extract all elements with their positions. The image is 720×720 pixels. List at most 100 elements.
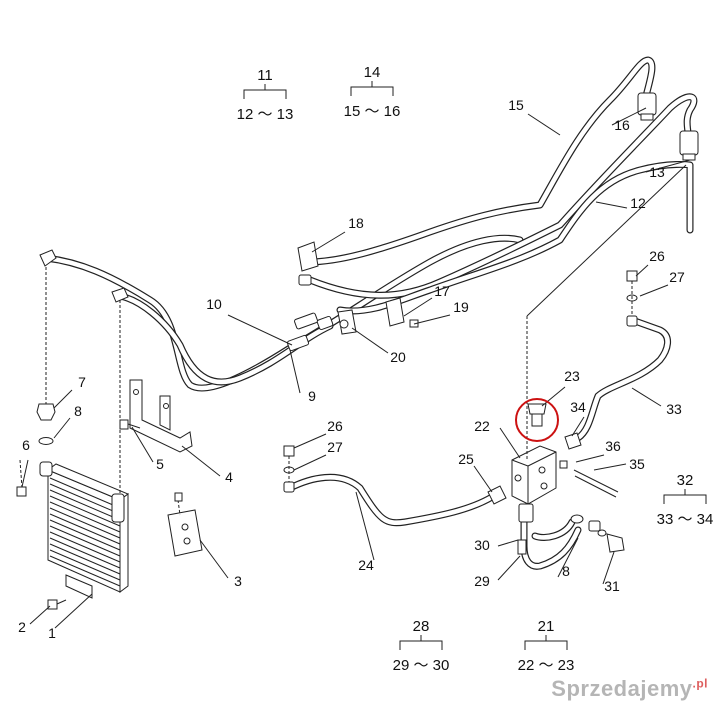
leader-line-24 bbox=[639, 284, 669, 297]
leader-line-23 bbox=[635, 264, 649, 277]
leader-line-13 bbox=[527, 113, 561, 136]
callout-c20: 20 bbox=[390, 349, 406, 365]
callout-c10: 10 bbox=[206, 296, 222, 312]
group-g21-range: 22 ～ 23 bbox=[518, 657, 575, 674]
leader-line-27 bbox=[497, 555, 521, 581]
leader-line-1 bbox=[54, 593, 93, 629]
callout-c16: 16 bbox=[614, 117, 630, 133]
bracket-4 bbox=[129, 379, 193, 453]
callout-c23: 23 bbox=[564, 368, 580, 384]
leader-line-30 bbox=[631, 387, 662, 407]
fittings-right bbox=[487, 432, 619, 523]
watermark-suffix: .pl bbox=[692, 676, 708, 691]
valve-block bbox=[511, 164, 687, 505]
leader-line-2 bbox=[29, 605, 51, 625]
callout-c24: 24 bbox=[358, 557, 374, 573]
watermark-text: Sprzedajemy bbox=[551, 676, 693, 701]
leader-line-7 bbox=[53, 389, 73, 409]
group-g28-range: 29 ～ 30 bbox=[393, 657, 450, 674]
plug-23 bbox=[527, 403, 547, 427]
group-g14-bracket bbox=[350, 81, 394, 96]
leader-line-19 bbox=[499, 427, 521, 459]
bracket-3 bbox=[167, 492, 203, 557]
pipe-outline-7 bbox=[286, 473, 496, 527]
pipe-fill-1 bbox=[43, 235, 523, 391]
callout-c6: 6 bbox=[22, 437, 30, 453]
callout-c30: 30 bbox=[474, 537, 490, 553]
callout-c26b: 26 bbox=[327, 418, 343, 434]
callout-c7: 7 bbox=[78, 374, 86, 390]
callout-c12: 12 bbox=[630, 195, 646, 211]
group-g11-bracket bbox=[243, 84, 287, 99]
pipe-fill-3 bbox=[305, 57, 655, 265]
group-g21-bracket bbox=[524, 635, 568, 650]
leader-line-3 bbox=[199, 539, 229, 579]
pipe-fill-5 bbox=[337, 162, 693, 314]
leader-line-34 bbox=[557, 537, 579, 578]
callout-c3: 3 bbox=[234, 573, 242, 589]
pipe-fittings bbox=[39, 92, 699, 352]
bolt-washer-right bbox=[626, 270, 638, 327]
callout-c29: 29 bbox=[474, 573, 490, 589]
pipe-fill-9 bbox=[532, 519, 575, 540]
leader-line-8 bbox=[53, 417, 71, 439]
callout-c26a: 26 bbox=[649, 248, 665, 264]
callout-c31: 31 bbox=[604, 578, 620, 594]
callout-c35: 35 bbox=[629, 456, 645, 472]
callout-c1: 1 bbox=[48, 625, 56, 641]
leader-line-16 bbox=[311, 231, 346, 253]
group-g11-top: 11 bbox=[257, 67, 273, 84]
hydraulic-pipes bbox=[42, 56, 698, 570]
callout-c15: 15 bbox=[508, 97, 524, 113]
leader-line-11 bbox=[595, 201, 628, 209]
callout-c8b: 8 bbox=[562, 563, 570, 579]
callout-c17: 17 bbox=[434, 283, 450, 299]
group-g32-top: 32 bbox=[677, 472, 694, 489]
bolt-5 bbox=[119, 419, 141, 430]
leader-line-5 bbox=[131, 426, 154, 463]
leader-line-17 bbox=[413, 314, 451, 325]
group-g21-top: 21 bbox=[538, 618, 555, 635]
group-g14-range: 15 ～ 16 bbox=[344, 103, 401, 120]
fittings-left bbox=[16, 262, 121, 610]
leader-line-10 bbox=[227, 314, 293, 346]
pipe-fill-7 bbox=[287, 475, 495, 525]
callout-c13: 13 bbox=[649, 164, 665, 180]
callout-c2: 2 bbox=[18, 619, 26, 635]
callout-c34: 34 bbox=[570, 399, 586, 415]
bolt-washer-left bbox=[283, 445, 295, 493]
leader-line-14 bbox=[611, 107, 647, 126]
leader-line-20 bbox=[541, 386, 566, 407]
group-g32-bracket bbox=[663, 489, 707, 504]
pipe-clamps bbox=[297, 241, 419, 335]
callout-c8a: 8 bbox=[74, 403, 82, 419]
callout-c33: 33 bbox=[666, 401, 682, 417]
pipe-outline-3 bbox=[304, 56, 656, 266]
leader-line-25 bbox=[293, 433, 327, 449]
leader-line-6 bbox=[21, 459, 29, 488]
leader-line-4 bbox=[181, 445, 221, 477]
leader-line-9 bbox=[289, 349, 301, 394]
callout-c22: 22 bbox=[474, 418, 490, 434]
leader-line-18 bbox=[351, 327, 389, 354]
pipe-fill-4 bbox=[307, 94, 697, 298]
leader-line-29 bbox=[602, 551, 615, 585]
callout-labels: 1234567889101213151617181920222324252626… bbox=[18, 97, 685, 641]
oil-cooler bbox=[39, 461, 129, 599]
group-g28-top: 28 bbox=[413, 618, 430, 635]
leader-line-22 bbox=[473, 465, 493, 493]
highlight-ring bbox=[515, 398, 559, 442]
leader-lines bbox=[21, 107, 691, 629]
pipe-fill-6 bbox=[575, 317, 670, 441]
callout-c5: 5 bbox=[156, 456, 164, 472]
leader-line-12 bbox=[645, 159, 691, 173]
group-g32-range: 33 ～ 34 bbox=[657, 511, 714, 528]
callout-c25: 25 bbox=[458, 451, 474, 467]
group-g11-range: 12 ～ 13 bbox=[237, 106, 294, 123]
lower-hose-parts bbox=[517, 514, 625, 555]
pipe-outline-1 bbox=[42, 234, 524, 392]
leader-line-31 bbox=[571, 416, 585, 437]
leader-line-32 bbox=[593, 463, 627, 471]
